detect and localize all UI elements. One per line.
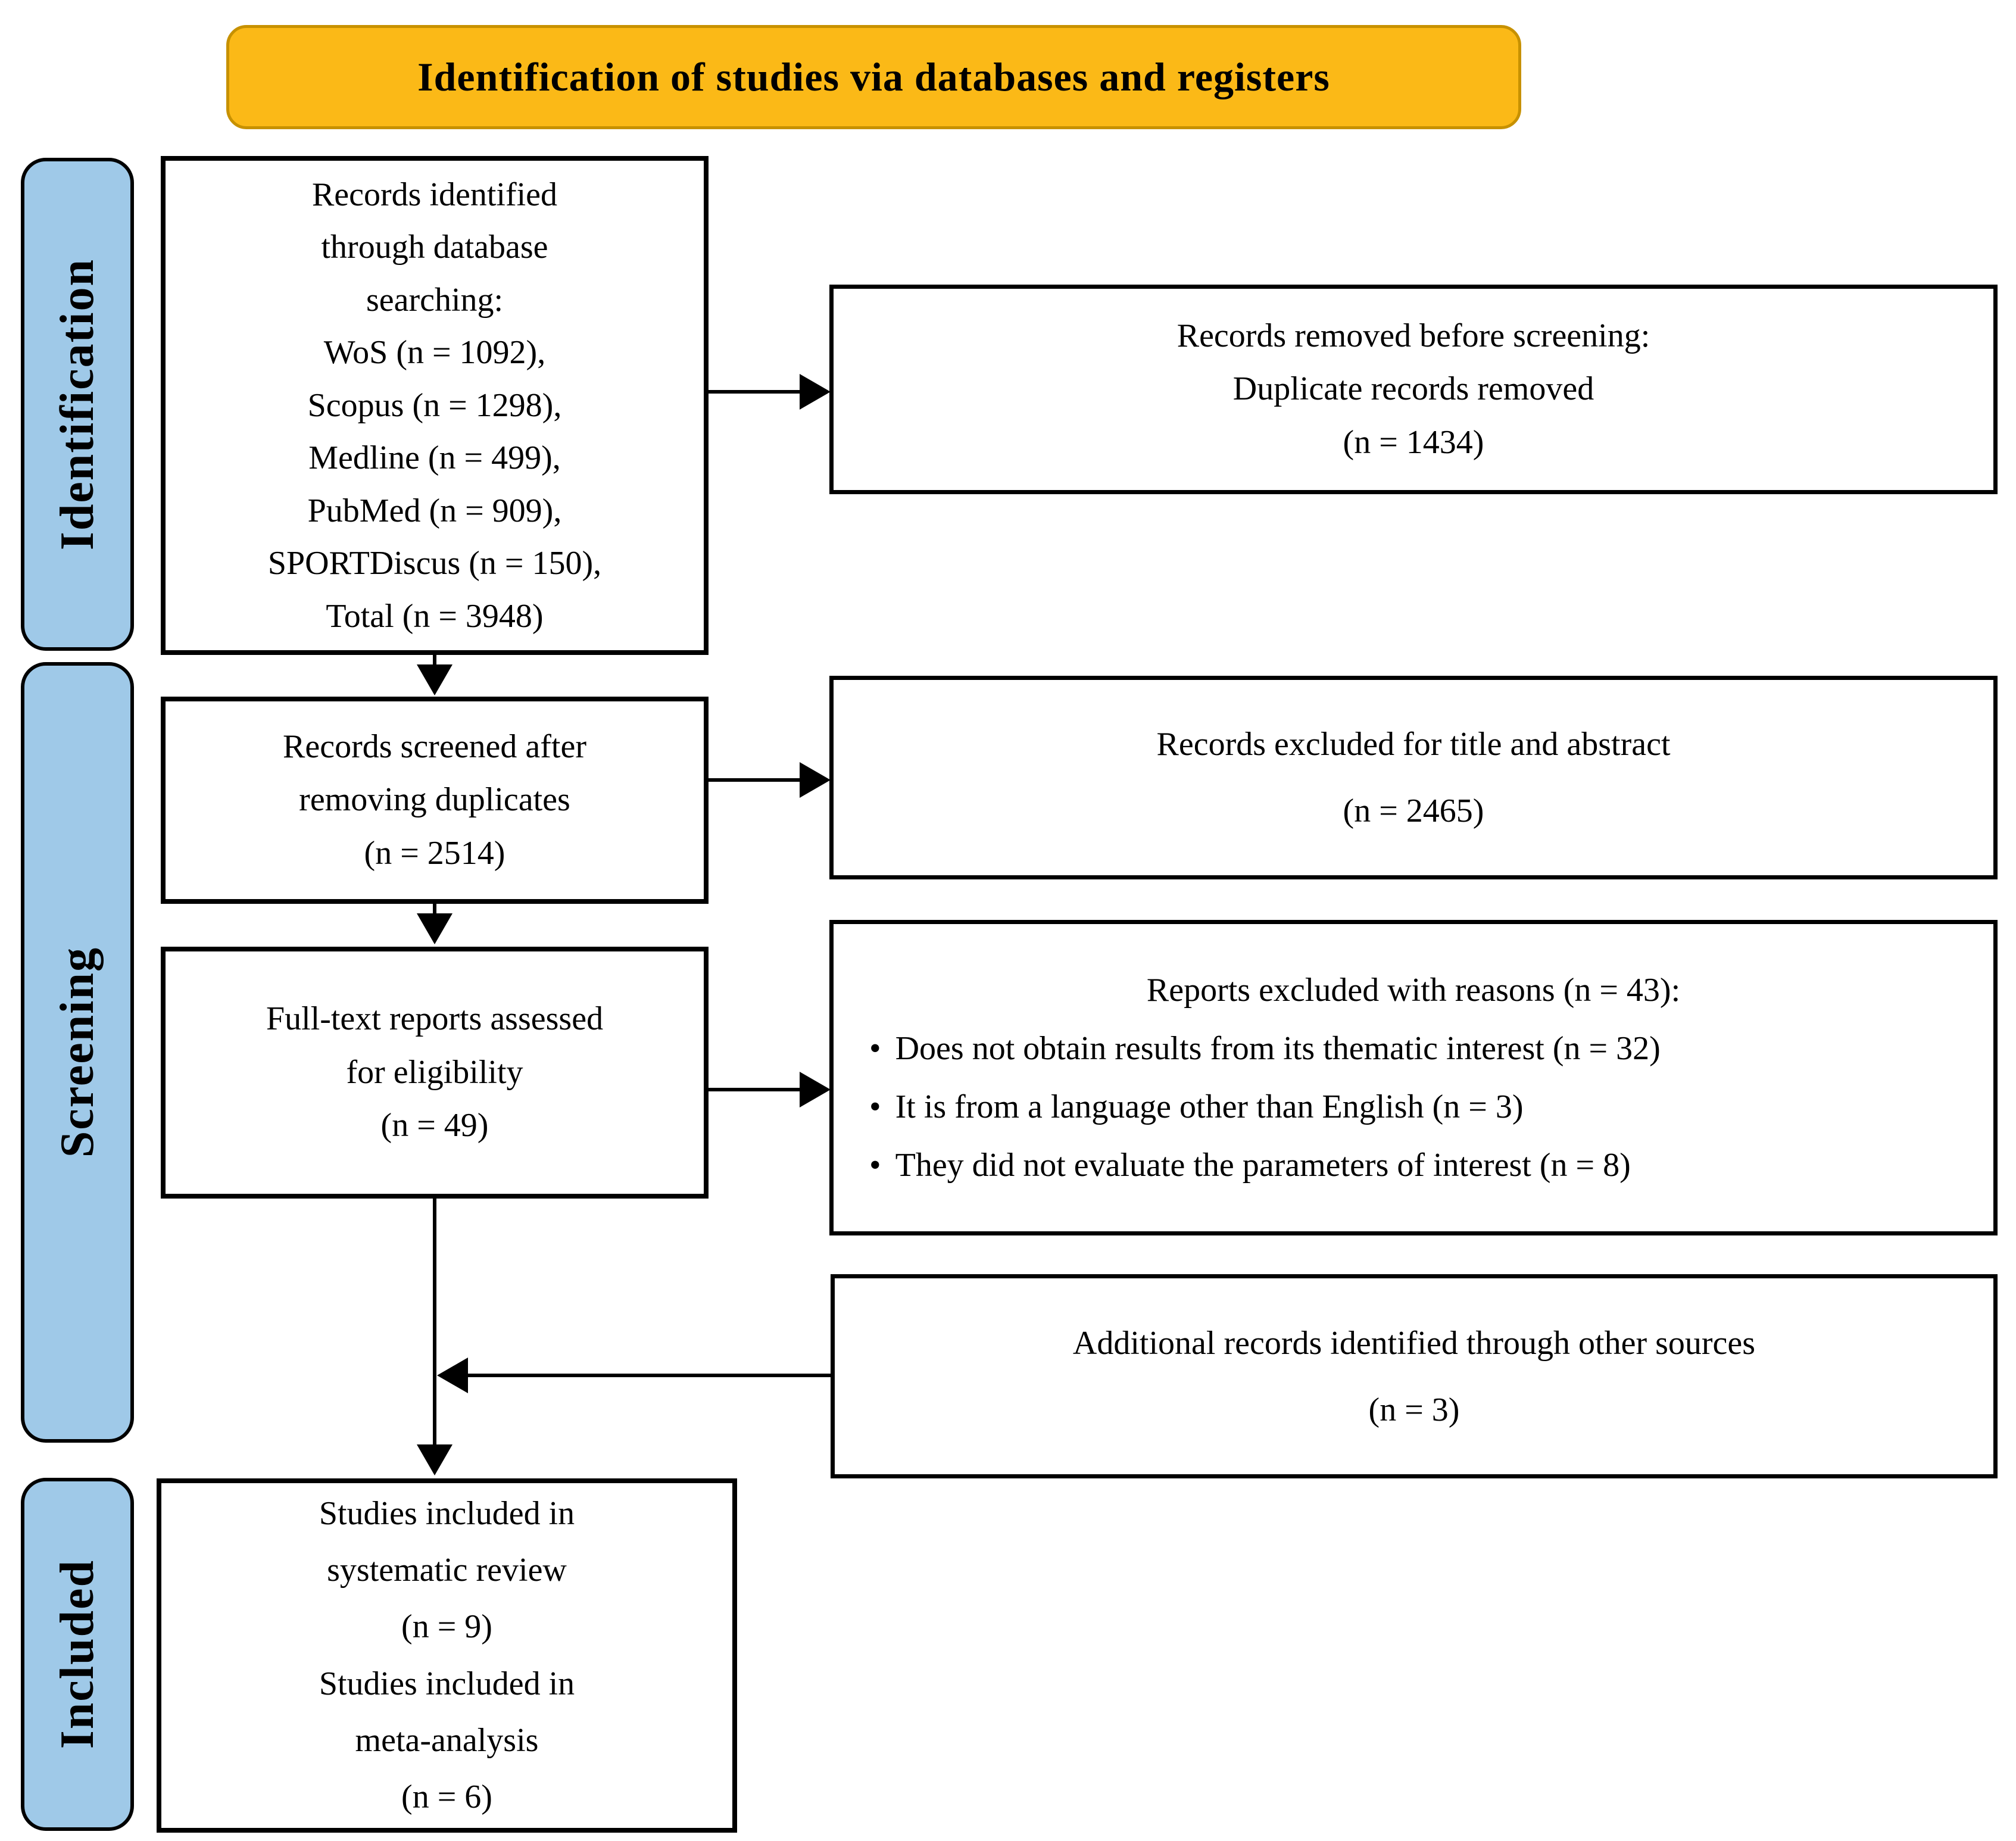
reports-excluded-header: Reports excluded with reasons (n = 43): [1146,972,1681,1009]
records-identified-text: Records identified through database sear… [267,176,602,635]
reports-excluded-reasons: Does not obtain results from its themati… [857,1019,1970,1194]
stage-identification-label: Identification [51,258,104,551]
arrow-identified-to-removed-line [709,390,803,394]
arrow-screened-to-fulltext-line [433,904,436,917]
reports-excluded-box: Reports excluded with reasons (n = 43): … [829,920,1998,1235]
stage-included: Included [21,1478,134,1831]
arrow-additional-to-flow-head [437,1358,468,1393]
studies-included-text: Studies included in systematic review (n… [319,1494,575,1815]
studies-included-box: Studies included in systematic review (n… [157,1478,737,1833]
arrow-screened-to-excluded-line [709,778,803,782]
stage-identification: Identification [21,158,134,651]
records-screened-text: Records screened after removing duplicat… [283,728,586,872]
stage-screening: Screening [21,662,134,1443]
arrow-screened-to-fulltext-head [417,913,452,944]
title-banner: Identification of studies via databases … [226,25,1521,129]
fulltext-assessed-box: Full-text reports assessed for eligibili… [161,947,709,1199]
arrow-fulltext-to-included-head [417,1444,452,1475]
stage-screening-label: Screening [51,947,104,1158]
fulltext-assessed-text: Full-text reports assessed for eligibili… [266,1000,604,1144]
records-identified-box: Records identified through database sear… [161,156,709,655]
exclusion-reason-thematic: Does not obtain results from its themati… [869,1019,1970,1078]
additional-records-text: Additional records identified through ot… [1072,1324,1756,1428]
records-removed-box: Records removed before screening: Duplic… [829,285,1998,494]
arrow-identified-to-removed-head [800,374,831,410]
exclusion-reason-language: It is from a language other than English… [869,1078,1970,1136]
records-removed-text: Records removed before screening: Duplic… [1176,317,1650,461]
arrow-identified-to-screened-head [417,664,452,695]
arrow-fulltext-to-reports-line [709,1088,803,1091]
title-text: Identification of studies via databases … [417,54,1330,99]
arrow-identified-to-screened-line [433,655,436,668]
stage-included-label: Included [51,1559,104,1749]
exclusion-reason-parameters: They did not evaluate the parameters of … [869,1136,1970,1194]
additional-records-box: Additional records identified through ot… [831,1274,1998,1478]
arrow-fulltext-to-included-line [433,1199,436,1446]
records-excluded-box: Records excluded for title and abstract … [829,676,1998,879]
arrow-screened-to-excluded-head [800,762,831,798]
arrow-additional-to-flow-line [468,1374,831,1377]
records-screened-box: Records screened after removing duplicat… [161,697,709,904]
reports-excluded-content: Reports excluded with reasons (n = 43): … [834,961,1993,1194]
records-excluded-text: Records excluded for title and abstract … [1156,726,1671,829]
arrow-fulltext-to-reports-head [800,1072,831,1107]
